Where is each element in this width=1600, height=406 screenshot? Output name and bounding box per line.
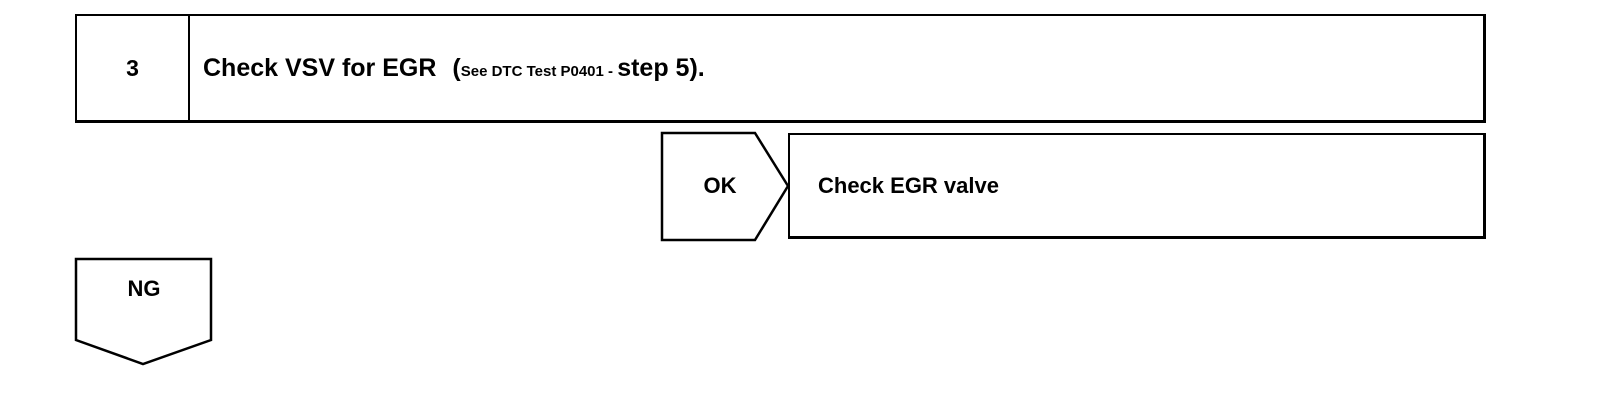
note-open-paren: ( xyxy=(452,53,461,82)
ng-label: NG xyxy=(127,276,161,301)
ok-label: OK xyxy=(703,172,737,198)
step-title: Check VSV for EGR xyxy=(203,53,437,82)
ng-arrow-shape xyxy=(74,257,213,366)
step-reference-note: (See DTC Test P0401 - step 5). xyxy=(452,54,704,83)
note-reference-text: See DTC Test P0401 - xyxy=(460,62,618,80)
ok-arrow-shape xyxy=(660,131,790,242)
ok-action-text: Check EGR valve xyxy=(818,172,999,198)
step-box: 3 Check VSV for EGR (See DTC Test P0401 … xyxy=(75,14,1486,123)
step-number: 3 xyxy=(77,16,190,120)
note-step-text: step 5). xyxy=(617,53,705,82)
ok-action-box: Check EGR valve xyxy=(788,133,1486,239)
step-text: Check VSV for EGR (See DTC Test P0401 - … xyxy=(203,16,705,120)
